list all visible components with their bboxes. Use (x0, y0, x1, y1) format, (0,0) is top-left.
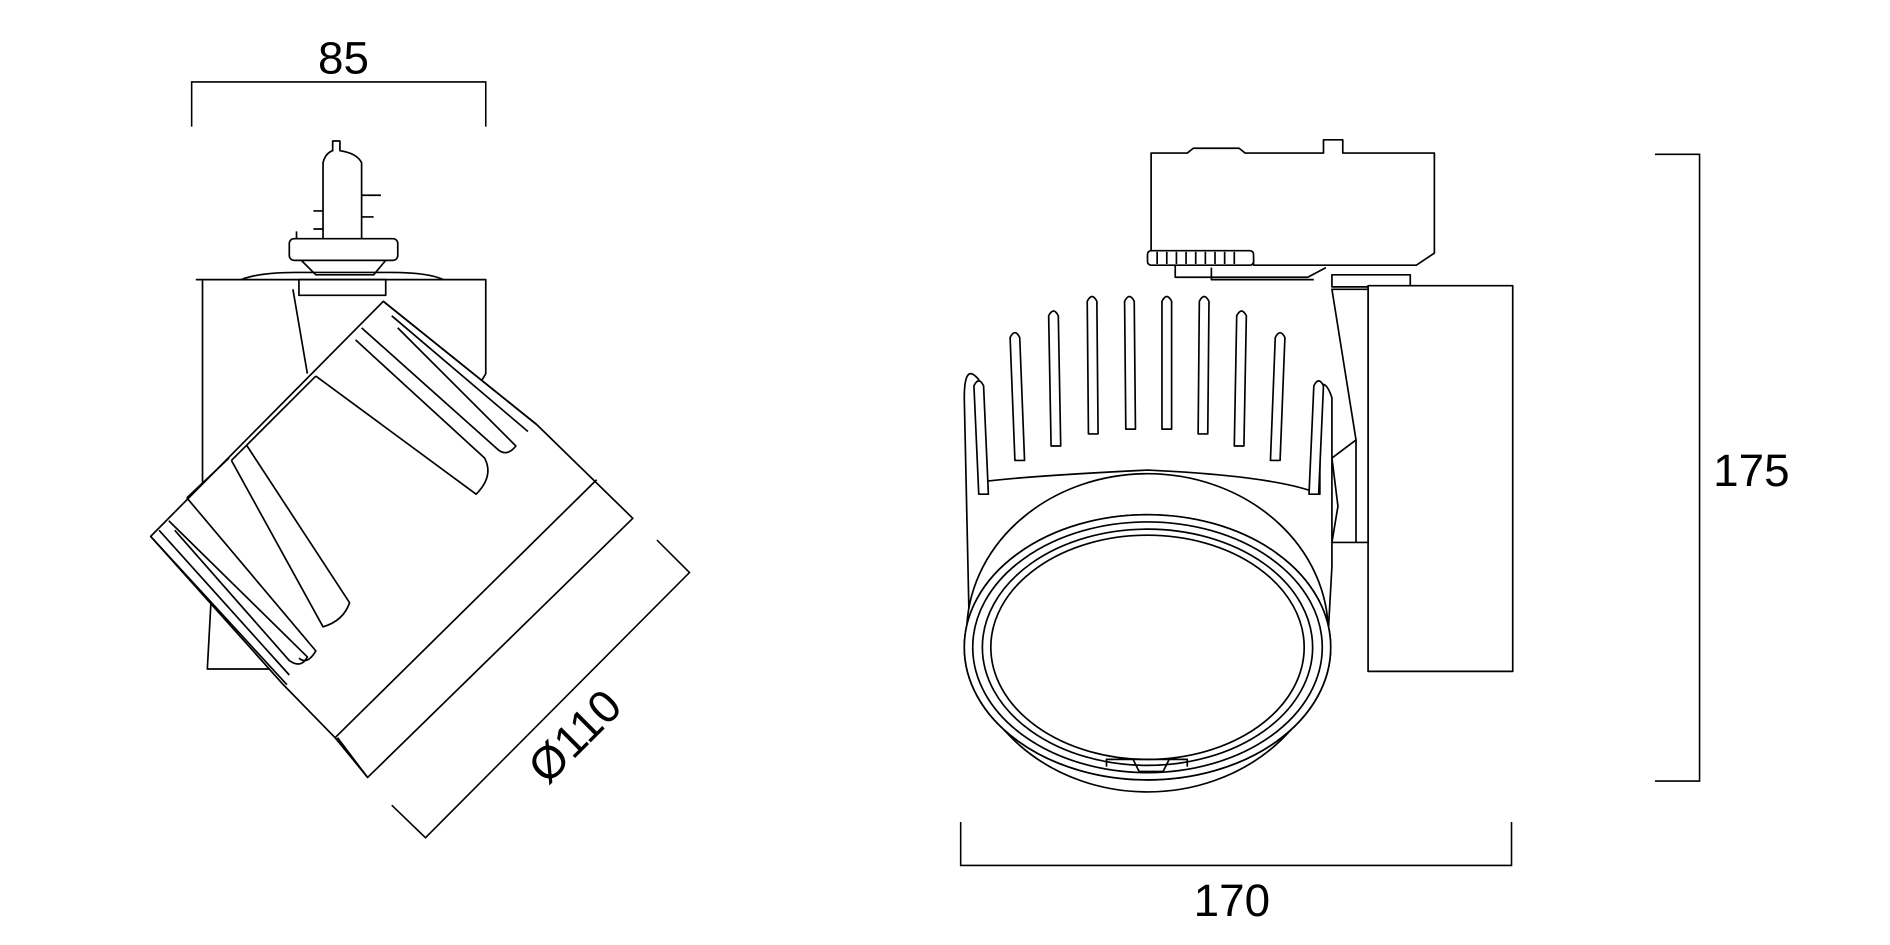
dimension-label-110: Ø110 (518, 680, 631, 793)
dimension-175: 175 (1654, 153, 1790, 782)
cooling-fins (973, 295, 1325, 496)
lamp-body-rotated (149, 300, 634, 779)
dimension-label-170: 170 (1194, 875, 1270, 926)
front-view: 85 Ø110 (149, 33, 691, 839)
track-adapter-box (1146, 138, 1436, 288)
dimension-170: 170 (959, 822, 1513, 926)
dimension-label-85: 85 (318, 33, 369, 84)
lens-ring (963, 472, 1332, 793)
dimension-85: 85 (190, 33, 487, 127)
track-adapter (240, 140, 444, 281)
side-view: 170 175 (959, 138, 1790, 926)
dimension-label-175: 175 (1713, 445, 1789, 496)
mounting-arm (1331, 284, 1514, 673)
